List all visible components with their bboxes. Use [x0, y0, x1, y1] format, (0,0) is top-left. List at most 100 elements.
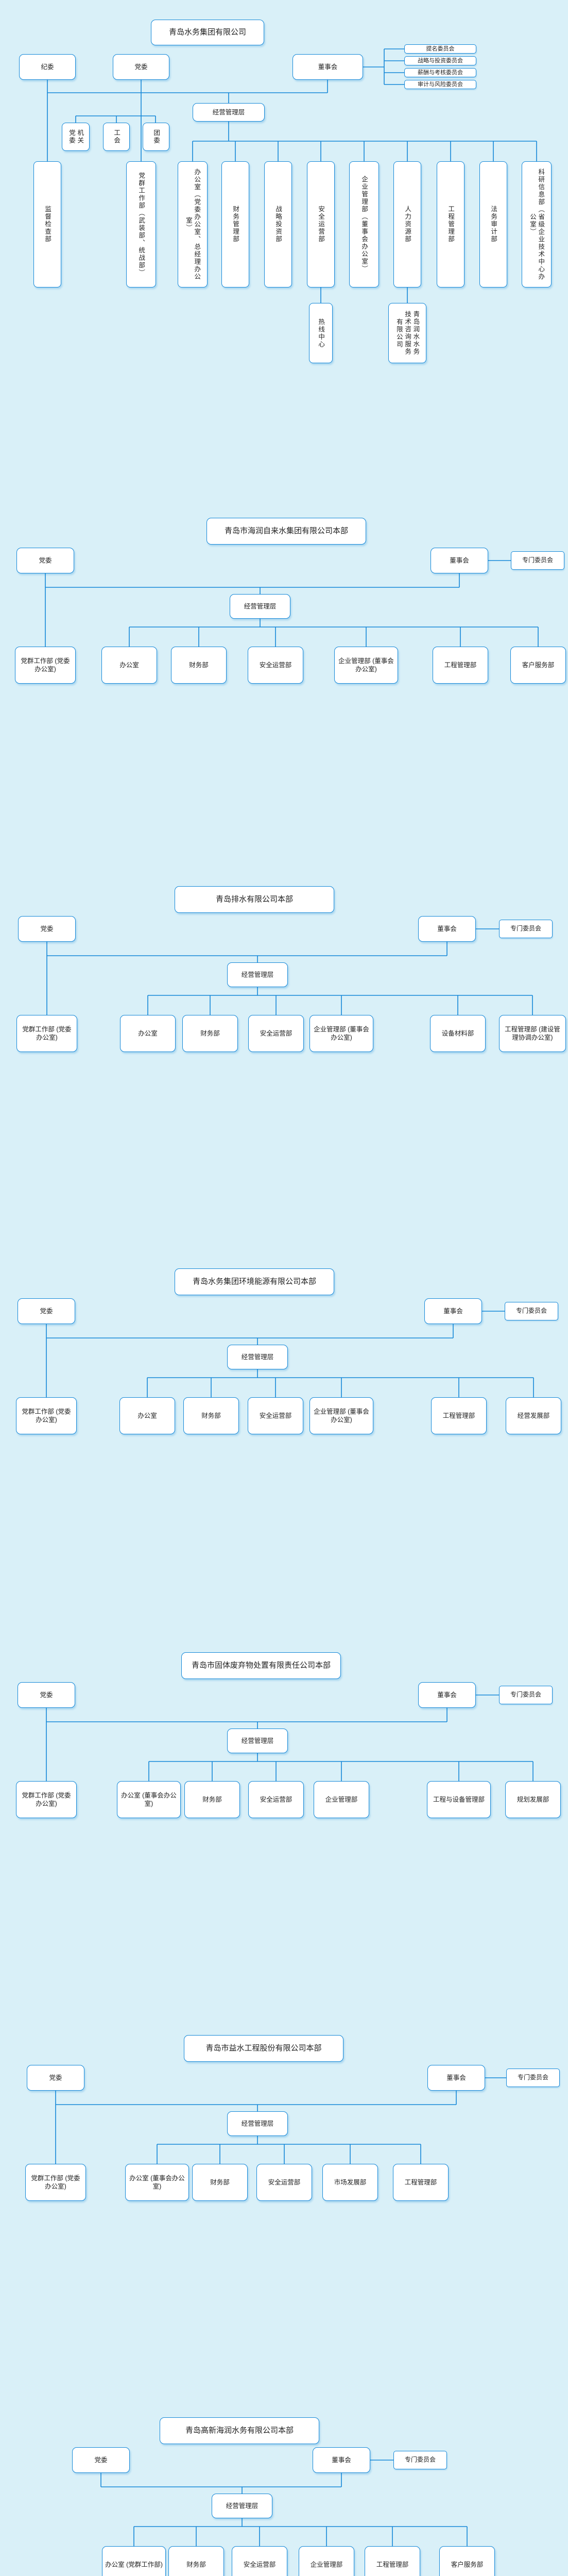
dept-strategy-box: 战略投资部: [264, 161, 292, 287]
sub4-child-box: 企业管理部: [314, 1781, 369, 1818]
sub5-title-box: 青岛市益水工程股份有限公司本部: [184, 2035, 343, 2062]
connector-sub6: [100, 2460, 468, 2546]
sub3-board-box: 董事会: [424, 1298, 482, 1324]
sub3-party-box: 党委: [18, 1298, 75, 1324]
sub6-title-box: 青岛高新海润水务有限公司本部: [160, 2417, 319, 2444]
sub2-management-box: 经营管理层: [227, 962, 288, 987]
youth-league-box: 团委: [143, 123, 169, 151]
sub5-child-box: 安全运营部: [256, 2164, 312, 2201]
sub3-management-box: 经营管理层: [227, 1345, 288, 1369]
sub3-child-box: 财务部: [183, 1397, 239, 1434]
sub5-board-box: 董事会: [427, 2065, 485, 2091]
sub4-management-box: 经营管理层: [227, 1728, 288, 1753]
sub4-child-box: 办公室 (董事会办公室): [117, 1781, 181, 1818]
sub1-child-box: 办公室: [101, 647, 157, 684]
party-committee-box: 党委: [113, 54, 169, 80]
dept-engineering-box: 工程管理部: [437, 161, 464, 287]
sub3-title-box: 青岛水务集团环境能源有限公司本部: [175, 1268, 334, 1295]
dept-supervision-box: 监督检查部: [33, 161, 61, 287]
sub3-special-committee-box: 专门委员会: [505, 1302, 558, 1320]
dept-research-box: 科研信息部（省级企业技术中心办公室）: [522, 161, 552, 287]
sub2-title-box: 青岛排水有限公司本部: [175, 886, 334, 913]
sub6-child-box: 安全运营部: [232, 2546, 287, 2576]
sub4-child-box: 安全运营部: [248, 1781, 304, 1818]
sub1-child-box: 财务部: [171, 647, 227, 684]
committee-strategy-box: 战略与投资委员会: [404, 56, 476, 65]
sub1-child-box: 客户服务部: [510, 647, 566, 684]
sub6-special-committee-box: 专门委员会: [393, 2451, 447, 2469]
connector-sub2: [46, 928, 533, 1015]
sub5-child-box: 市场发展部: [322, 2164, 378, 2201]
dept-office-box: 办公室（党委办公室、总经理办公室）: [178, 161, 208, 287]
sub2-special-committee-box: 专门委员会: [499, 920, 553, 938]
sub6-board-box: 董事会: [313, 2447, 370, 2473]
sub2-child-box: 工程管理部 (建设管理协调办公室): [499, 1015, 566, 1052]
dept-finance-box: 财务管理部: [221, 161, 249, 287]
dept-party-mass-box: 党群工作部（武装部、统战部）: [126, 161, 156, 287]
sub2-child-box: 设备材料部: [430, 1015, 486, 1052]
group-title-box: 青岛水务集团有限公司: [151, 20, 264, 45]
connector-sub4: [46, 1694, 533, 1781]
dept-legal-audit-box: 法务审计部: [479, 161, 507, 287]
sub4-child-box: 财务部: [184, 1781, 240, 1818]
sub2-party-box: 党委: [18, 916, 76, 942]
sub1-child-box: 企业管理部 (董事会办公室): [334, 647, 398, 684]
sub6-child-box: 办公室 (党群工作部): [102, 2546, 166, 2576]
dept-hr-box: 人力资源部: [393, 161, 421, 287]
sub2-board-box: 董事会: [418, 916, 476, 942]
sub5-child-box: 财务部: [192, 2164, 248, 2201]
hotline-center-box: 热线中心: [309, 303, 333, 363]
sub6-party-box: 党委: [72, 2447, 130, 2473]
sub6-child-box: 财务部: [168, 2546, 224, 2576]
sub4-child-box: 工程与设备管理部: [427, 1781, 491, 1818]
sub5-management-box: 经营管理层: [227, 2111, 288, 2136]
sub4-left-child-box: 党群工作部 (党委办公室): [16, 1781, 77, 1818]
sub1-child-box: 工程管理部: [433, 647, 488, 684]
runshui-company-box: 青岛润水水务技术咨询服务有限公司: [388, 303, 426, 363]
connector-sub3: [46, 1311, 534, 1397]
sub5-party-box: 党委: [27, 2065, 84, 2091]
discipline-committee-box: 纪委: [19, 54, 76, 80]
sub5-child-box: 办公室 (董事会办公室): [125, 2164, 189, 2201]
sub1-management-box: 经营管理层: [230, 594, 290, 619]
sub5-special-committee-box: 专门委员会: [506, 2069, 560, 2087]
sub2-child-box: 办公室: [120, 1015, 176, 1052]
sub4-title-box: 青岛市固体废弃物处置有限责任公司本部: [181, 1652, 341, 1679]
committee-compensation-box: 薪酬与考核委员会: [404, 68, 476, 77]
sub2-left-child-box: 党群工作部 (党委办公室): [16, 1015, 77, 1052]
committee-audit-box: 审计与风险委员会: [404, 80, 476, 89]
sub3-child-box: 工程管理部: [431, 1397, 487, 1434]
sub4-special-committee-box: 专门委员会: [499, 1686, 553, 1704]
labor-union-box: 工会: [103, 123, 130, 151]
sub5-left-child-box: 党群工作部 (党委办公室): [25, 2164, 86, 2201]
management-box: 经营管理层: [193, 103, 265, 122]
sub2-child-box: 财务部: [182, 1015, 238, 1052]
sub1-left-child-box: 党群工作部 (党委办公室): [15, 647, 76, 684]
sub3-child-box: 安全运营部: [248, 1397, 303, 1434]
sub6-management-box: 经营管理层: [212, 2494, 272, 2518]
sub3-child-box: 企业管理部 (董事会办公室): [309, 1397, 373, 1434]
connector-sub1: [45, 560, 539, 647]
sub6-child-box: 工程管理部: [365, 2546, 420, 2576]
sub6-child-box: 客户服务部: [439, 2546, 495, 2576]
sub5-child-box: 工程管理部: [393, 2164, 449, 2201]
board-box: 董事会: [292, 54, 363, 80]
sub1-title-box: 青岛市海润自来水集团有限公司本部: [206, 518, 366, 545]
dept-enterprise-box: 企业管理部（董事会办公室）: [349, 161, 379, 287]
dept-safety-box: 安全运营部: [307, 161, 335, 287]
sub2-child-box: 企业管理部 (董事会办公室): [309, 1015, 373, 1052]
sub4-child-box: 规划发展部: [505, 1781, 561, 1818]
sub3-child-box: 经营发展部: [506, 1397, 561, 1434]
sub2-child-box: 安全运营部: [248, 1015, 304, 1052]
sub4-board-box: 董事会: [418, 1682, 476, 1708]
sub1-special-committee-box: 专门委员会: [511, 551, 564, 570]
committee-nomination-box: 提名委员会: [404, 44, 476, 54]
sub4-party-box: 党委: [18, 1682, 75, 1708]
sub1-child-box: 安全运营部: [248, 647, 303, 684]
sub3-child-box: 办公室: [119, 1397, 175, 1434]
sub3-left-child-box: 党群工作部 (党委办公室): [16, 1397, 77, 1434]
sub6-child-box: 企业管理部: [299, 2546, 354, 2576]
sub1-board-box: 董事会: [431, 548, 488, 573]
sub1-party-box: 党委: [16, 548, 74, 573]
